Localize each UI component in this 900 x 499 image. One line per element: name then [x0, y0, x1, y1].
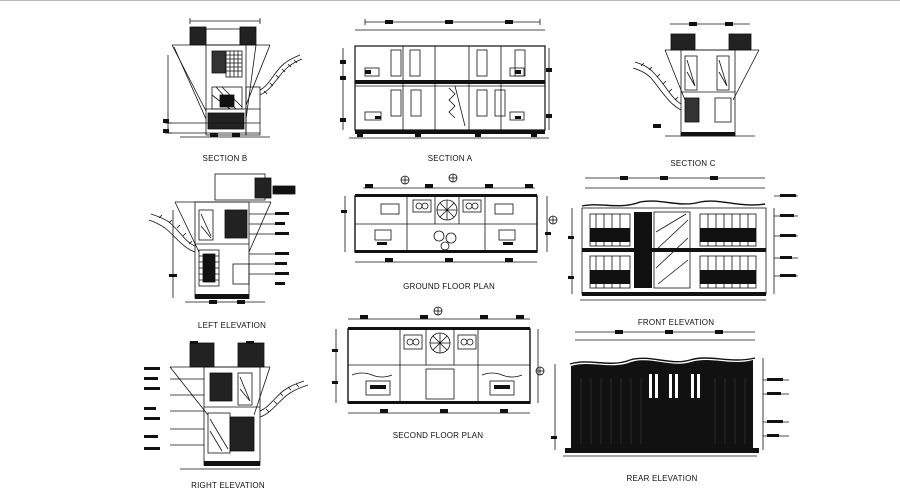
sheet-border: [0, 0, 900, 1]
ground-floor-plan-label: GROUND FLOOR PLAN: [403, 282, 495, 291]
second-floor-plan-drawing: [332, 306, 545, 414]
second-floor-plan-label: SECOND FLOOR PLAN: [392, 431, 484, 440]
right-elevation-drawing: [144, 341, 309, 470]
section-b-drawing: [163, 18, 303, 138]
section-c-label: SECTION C: [670, 159, 716, 168]
right-elevation-label: RIGHT ELEVATION: [191, 481, 265, 490]
front-elevation-drawing: [568, 176, 798, 301]
section-a-drawing: [340, 19, 552, 139]
ground-floor-plan-drawing: [341, 173, 558, 263]
section-c-drawing: [632, 22, 760, 137]
section-b-label: SECTION B: [202, 154, 248, 163]
left-elevation-label: LEFT ELEVATION: [197, 321, 267, 330]
rear-elevation-drawing: [551, 330, 789, 457]
front-elevation-label: FRONT ELEVATION: [637, 318, 715, 327]
left-elevation-drawing: [148, 173, 296, 304]
section-a-label: SECTION A: [427, 154, 473, 163]
rear-elevation-label: REAR ELEVATION: [626, 474, 698, 483]
